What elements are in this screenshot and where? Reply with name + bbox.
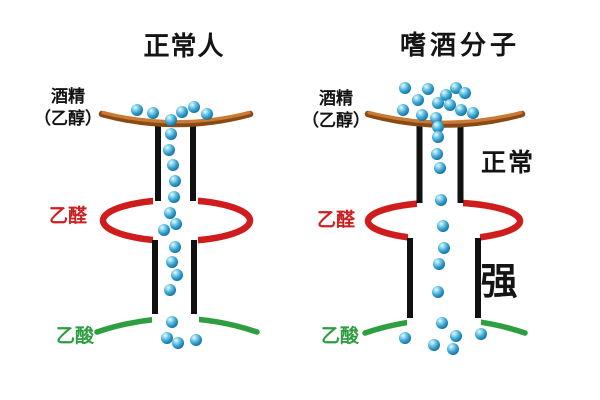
molecule-dot [167, 159, 179, 171]
molecule-dot [164, 284, 176, 296]
molecule-dot [166, 316, 178, 328]
molecule-dot [438, 242, 450, 254]
right-lower-channel-gap [408, 227, 480, 243]
right-alcohol-label-line1: 酒精 [319, 89, 353, 108]
molecule-dot [165, 128, 177, 140]
molecule-dot [447, 343, 459, 355]
molecule-dot [430, 112, 442, 124]
molecule-dot [432, 97, 444, 109]
right-alcohol-label: 酒精 （乙醇） [290, 88, 382, 132]
left-alcohol-label: 酒精 （乙醇） [22, 86, 114, 130]
molecule-dot [435, 194, 447, 206]
right-alcohol-dish-highlight [367, 110, 523, 124]
molecule-dot [432, 121, 444, 133]
molecule-dot [434, 162, 446, 174]
molecule-dot [169, 241, 181, 253]
left-acetaldehyde-label: 乙醛 [48, 206, 87, 227]
molecule-dot [399, 82, 411, 94]
molecule-dot [397, 104, 409, 116]
molecule-dot [467, 107, 479, 119]
right-molecules [397, 82, 487, 355]
molecule-dot [169, 175, 181, 187]
molecule-dot [171, 269, 183, 281]
left-funnel [94, 101, 260, 349]
molecule-dot [431, 148, 443, 160]
molecule-dot [436, 317, 448, 329]
molecule-dot [475, 328, 487, 340]
molecule-dot [176, 106, 188, 118]
molecule-dot [432, 131, 444, 143]
molecule-dot [422, 83, 434, 95]
molecule-dot [165, 114, 177, 126]
molecule-dot [190, 334, 202, 346]
molecule-dot [455, 104, 467, 116]
molecule-dot [161, 332, 173, 344]
molecule-dot [172, 337, 184, 349]
left-alcohol-label-line2: （乙醇） [34, 109, 102, 128]
right-acetaldehyde-label: 乙醛 [316, 210, 355, 231]
molecule-dot [459, 87, 471, 99]
left-alcohol-label-line1: 酒精 [51, 87, 85, 106]
molecule-dot [444, 99, 456, 111]
right-upper-rate-label: 正常 [480, 150, 535, 177]
molecule-dot [433, 258, 445, 270]
right-alcohol-label-line2: （乙醇） [302, 111, 370, 130]
molecule-dot [450, 82, 462, 94]
molecule-dot [428, 339, 440, 351]
molecule-dot [158, 224, 170, 236]
molecule-dot [131, 104, 143, 116]
right-alcohol-dish [364, 110, 526, 128]
right-funnel [362, 82, 528, 355]
left-acetate-label: 乙酸 [55, 326, 94, 347]
molecule-dot [166, 256, 178, 268]
molecule-dot [168, 191, 180, 203]
molecule-dot [399, 332, 411, 344]
right-acetate-label: 乙酸 [320, 326, 359, 347]
molecule-dot [147, 107, 159, 119]
left-alcohol-dish [98, 110, 254, 128]
molecule-dot [450, 330, 462, 342]
molecule-dot [164, 207, 176, 219]
molecule-dot [440, 89, 452, 101]
molecule-dot [170, 218, 182, 230]
left-title: 正常人 [143, 32, 225, 61]
molecule-dot [201, 108, 213, 120]
molecule-dot [432, 286, 444, 298]
molecule-dot [437, 220, 449, 232]
molecule-dot [188, 101, 200, 113]
right-lower-rate-label: 强 [480, 262, 518, 303]
molecule-dot [416, 109, 428, 121]
molecule-dot [163, 144, 175, 156]
molecule-dot [412, 94, 424, 106]
left-molecules [131, 101, 213, 349]
right-title: 嗜酒分子 [399, 31, 520, 60]
